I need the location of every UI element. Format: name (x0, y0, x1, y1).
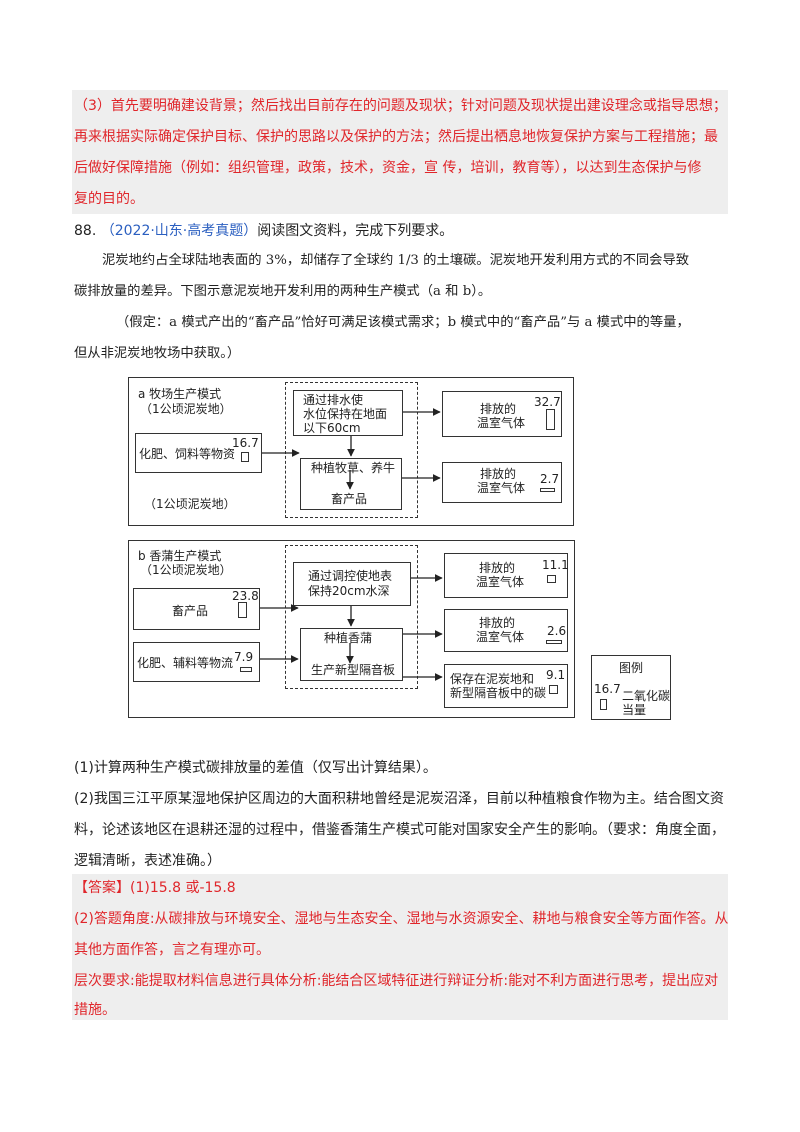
panel-b-step2-box: 种植香蒲 生产新型隔音板 (300, 628, 403, 681)
legend-label-line: 二氧化碳 (622, 689, 671, 703)
panel-a-input-value: 16.7 (232, 436, 259, 450)
panel-a-emission2-value: 2.7 (540, 472, 560, 486)
passage-line: 泥炭地约占全球陆地表面的 3%，却储存了全球约 1/3 的土壤碳。泥炭地开发利用… (102, 253, 690, 268)
panel-b-emission1-line: 排放的 (479, 561, 516, 575)
panel-b-emission1-bar (547, 575, 556, 583)
panel-a-emission1: 排放的 温室气体 32.7 (442, 391, 562, 437)
panel-a-emission1-value: 32.7 (534, 395, 561, 409)
passage-line: 碳排放量的差异。下图示意泥炭地开发利用的两种生产模式（a 和 b）。 (74, 284, 492, 299)
sub-question-2-line: 逻辑清晰，表述准确。） (74, 853, 221, 869)
panel-b-input2-bar (240, 667, 252, 672)
panel-b-input1-value: 23.8 (232, 589, 259, 603)
panel-a-step1: 通过排水使 水位保持在地面 以下60cm (293, 390, 403, 436)
legend-title: 图例 (619, 661, 644, 675)
question-header: 88. （2022·山东·高考真题）阅读图文资料，完成下列要求。 (74, 221, 453, 241)
legend-value: 16.7 (594, 682, 621, 696)
question-number: 88. (74, 223, 97, 239)
legend-label-line: 当量 (622, 703, 647, 717)
panel-b-title: b 香蒲生产模式 (138, 549, 222, 563)
panel-b-input1-box: 畜产品 23.8 (133, 588, 260, 630)
sub-question-2-line: (2)我国三江平原某湿地保护区周边的大面积耕地曾经是泥炭沼泽，目前以种植粮食作物… (74, 791, 724, 807)
answer-line: 层次要求:能提取材料信息进行具体分析:能结合区域特征进行辩证分析:能对不利方面进… (74, 973, 719, 989)
analysis-line: 再来根据实际确定保护目标、保护的思路以及保护的方法；然后提出栖息地恢复保护方案与… (74, 129, 718, 145)
panel-b-emission2-line: 排放的 (479, 616, 516, 630)
answer-part1: (1)15.8 或-15.8 (130, 880, 236, 896)
analysis-line: 复的目的。 (74, 191, 144, 207)
panel-b-input2-value: 7.9 (234, 650, 254, 664)
panel-a-subtitle: （1公顷泥炭地） (140, 402, 232, 416)
panel-a-step1-line: 以下60cm (303, 421, 361, 435)
panel-a (128, 377, 574, 526)
panel-b-emission2: 排放的 温室气体 2.6 (444, 609, 568, 652)
panel-a-input-label: 化肥、饲料等物资 (139, 447, 236, 461)
panel-a-emission2: 排放的 温室气体 2.7 (442, 462, 562, 503)
panel-b-step1-line: 保持20cm水深 (308, 584, 390, 598)
analysis-line: （3）首先要明确建设背景；然后找出目前存在的问题及现状；针对问题及现状提出建设理… (74, 98, 727, 114)
panel-b-storage-bar (549, 685, 558, 694)
panel-b-step1-line: 通过调控使地表 (308, 569, 393, 583)
answer-line: (2)答题角度:从碳排放与环境安全、湿地与生态安全、湿地与水资源安全、耕地与粮食… (74, 911, 729, 927)
assumption-line: 但从非泥炭地牧场中获取。） (74, 346, 241, 361)
answer-line-1: 【答案】(1)15.8 或-15.8 (74, 878, 236, 898)
panel-b-step1: 通过调控使地表 保持20cm水深 (293, 562, 411, 606)
panel-b-emission2-line: 温室气体 (476, 630, 525, 644)
sub-question-1: (1)计算两种生产模式碳排放量的差值（仅写出计算结果）。 (74, 760, 437, 776)
answer-line: 其他方面作答，言之有理亦可。 (74, 942, 270, 958)
panel-a-emission2-bar (540, 488, 555, 492)
panel-b-subtitle: （1公顷泥炭地） (140, 563, 232, 577)
panel-b-emission2-value: 2.6 (547, 624, 567, 638)
panel-b-emission1-value: 11.1 (542, 558, 569, 572)
panel-b-storage-line: 新型隔音板中的碳 (450, 686, 547, 700)
panel-a-emission2-line: 温室气体 (477, 481, 526, 495)
analysis-line: 后做好保障措施（例如：组织管理，政策，技术，资金，宣 传，培训，教育等），以达到… (74, 160, 702, 176)
panel-a-step1-line: 通过排水使 (303, 393, 364, 407)
sub-question-2-line: 料，论述该地区在退耕还湿的过程中，借鉴香蒲生产模式可能对国家安全产生的影响。（要… (74, 822, 725, 838)
answer-tag: 【答案】 (74, 880, 130, 896)
panel-b-storage-line: 保存在泥炭地和 (450, 672, 535, 686)
panel-a-emission1-line: 温室气体 (477, 416, 526, 430)
panel-a-step1-line: 水位保持在地面 (303, 407, 388, 421)
panel-a-footer: （1公顷泥炭地） (144, 497, 236, 511)
legend-bar (600, 699, 607, 710)
panel-a-step3: 畜产品 (331, 492, 368, 506)
panel-b-step2: 种植香蒲 (324, 631, 373, 645)
panel-b-emission2-bar (546, 640, 562, 644)
panel-b-process-frame (285, 545, 418, 689)
panel-a-step2: 种植牧草、养牛 (311, 461, 396, 475)
panel-a-input-bar (241, 452, 249, 462)
panel-a-title: a 牧场生产模式 (138, 387, 222, 401)
legend: 图例 16.7 二氧化碳 当量 (591, 655, 671, 720)
panel-a-process-frame (285, 382, 418, 518)
analysis-box: （3）首先要明确建设背景；然后找出目前存在的问题及现状；针对问题及现状提出建设理… (72, 90, 728, 214)
panel-b (128, 540, 575, 718)
panel-a-emission1-bar (546, 409, 555, 430)
question-source[interactable]: （2022·山东·高考真题） (100, 223, 258, 239)
panel-b-step3: 生产新型隔音板 (311, 663, 396, 677)
answer-line: 措施。 (74, 1002, 116, 1018)
panel-a-emission2-line: 排放的 (480, 467, 517, 481)
panel-b-input2-label: 化肥、辅料等物流 (137, 656, 234, 670)
answer-box: 【答案】(1)15.8 或-15.8 (2)答题角度:从碳排放与环境安全、湿地与… (72, 874, 729, 1020)
panel-b-storage: 保存在泥炭地和 新型隔音板中的碳 9.1 (444, 664, 568, 708)
panel-b-emission1-line: 温室气体 (476, 575, 525, 589)
assumption-line: （假定：a 模式产出的“畜产品”恰好可满足该模式需求；b 模式中的“畜产品”与 … (116, 315, 690, 330)
panel-a-emission1-line: 排放的 (480, 402, 517, 416)
panel-b-input2-box: 化肥、辅料等物流 7.9 (133, 642, 260, 682)
panel-a-input-box: 化肥、饲料等物资 16.7 (135, 433, 262, 473)
panel-b-input1-label: 畜产品 (172, 604, 209, 618)
panel-b-input1-bar (238, 602, 247, 618)
panel-b-emission1: 排放的 温室气体 11.1 (444, 553, 569, 598)
panel-b-storage-value: 9.1 (546, 668, 566, 682)
question-prompt: 阅读图文资料，完成下列要求。 (257, 223, 454, 239)
